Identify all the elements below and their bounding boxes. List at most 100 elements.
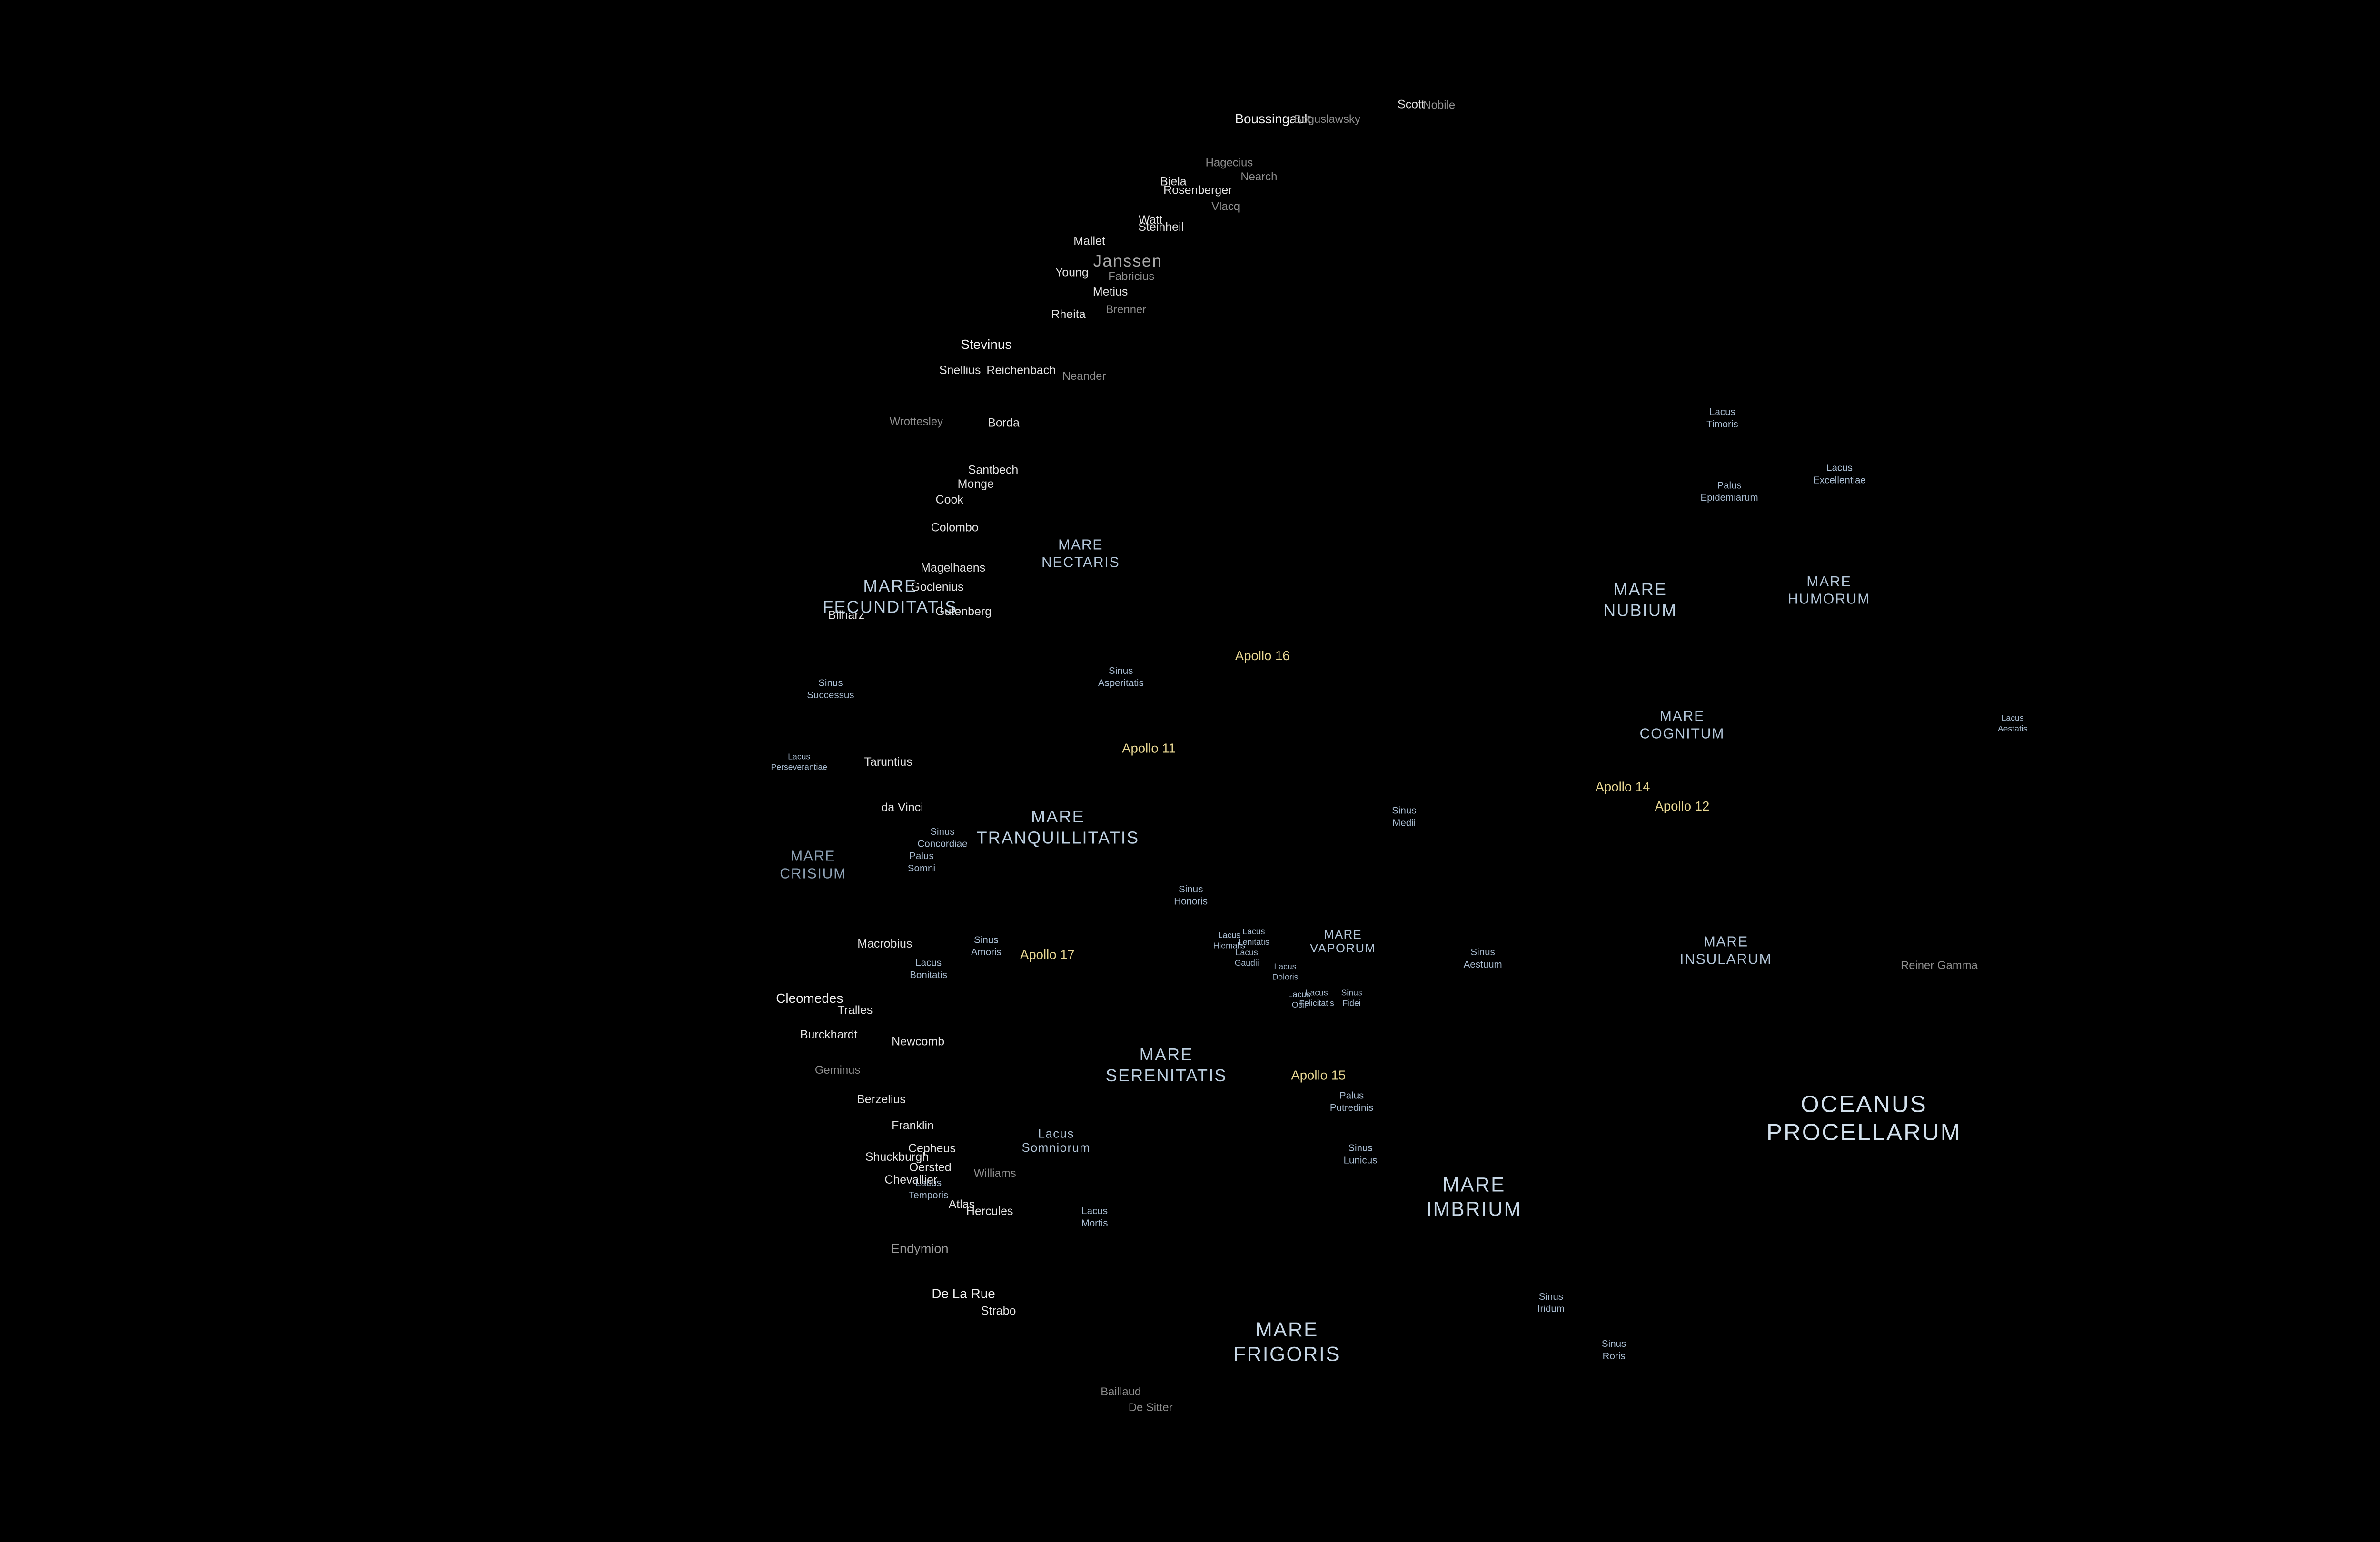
label-de-sitter: De Sitter [1128,1402,1173,1415]
label-apollo-17: Apollo 17 [1020,947,1075,963]
label-goclenius: Goclenius [911,582,964,594]
label-cook: Cook [935,494,963,507]
label-hagecius: Hagecius [1205,158,1253,170]
label-da-vinci: da Vinci [881,802,923,815]
label-geminus: Geminus [814,1065,861,1077]
label-vlacq: Vlacq [1211,201,1240,214]
label-cepheus: Cepheus [908,1143,956,1156]
label-borda: Borda [988,417,1020,430]
label-atlas: Atlas [948,1199,975,1212]
label-monge: Monge [957,479,994,492]
label-santbech: Santbech [968,465,1019,477]
label-wrottesley: Wrottesley [889,416,943,429]
label-nobile: Nobile [1423,100,1456,112]
label-rheita: Rheita [1051,309,1086,322]
label-williams: Williams [973,1168,1016,1181]
label-reichenbach: Reichenbach [986,365,1056,378]
label-shuckburgh: Shuckburgh [865,1152,929,1165]
label-metius: Metius [1092,287,1128,299]
label-chevallier: Chevallier [884,1175,938,1187]
label-mallet: Mallet [1073,236,1105,248]
label-de-la-rue: De La Rue [932,1285,995,1302]
label-cleomedes: Cleomedes [776,990,843,1007]
label-snellius: Snellius [939,365,981,378]
label-apollo-15: Apollo 15 [1291,1067,1346,1084]
label-gutenberg: Gutenberg [935,606,992,619]
label-scott: Scott [1398,99,1425,112]
label-brenner: Brenner [1106,304,1147,317]
label-apollo-11: Apollo 11 [1122,741,1176,757]
label-baillaud: Baillaud [1101,1386,1141,1399]
label-apollo-14: Apollo 14 [1595,779,1650,795]
label-tralles: Tralles [837,1005,873,1018]
label-young: Young [1055,267,1089,280]
label-boguslawsky: Boguslawsky [1294,114,1360,127]
label-stevinus: Stevinus [961,336,1012,353]
label-newcomb: Newcomb [892,1037,945,1049]
label-reiner-gamma: Reiner Gamma [1900,960,1978,973]
label-oersted: Oersted [909,1162,952,1175]
label-nearch: Nearch [1240,171,1278,184]
label-berzelius: Berzelius [857,1094,906,1107]
label-burckhardt: Burckhardt [800,1029,858,1042]
label-endymion: Endymion [891,1240,949,1256]
label-colombo: Colombo [931,523,979,535]
label-franklin: Franklin [892,1120,934,1133]
label-bilharz: Bilharz [828,610,865,623]
label-apollo-12: Apollo 12 [1655,798,1710,814]
label-magelhaens: Magelhaens [921,563,986,575]
label-rosenberger: Rosenberger [1163,185,1232,198]
label-macrobius: Macrobius [857,939,912,951]
label-watt: Watt [1138,215,1163,227]
label-taruntius: Taruntius [864,757,912,770]
label-hercules: Hercules [966,1206,1013,1219]
label-janssen: Janssen [1093,252,1163,272]
label-neander: Neander [1062,371,1106,384]
label-biela: Biela [1160,176,1187,189]
label-boussingault: Boussingault [1235,111,1311,127]
label-steinheil: Steinheil [1138,222,1184,235]
label-fabricius: Fabricius [1108,271,1155,284]
